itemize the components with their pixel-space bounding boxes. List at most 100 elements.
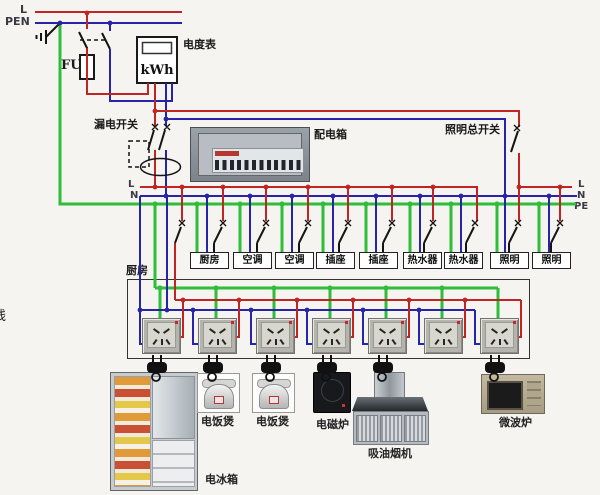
power-socket xyxy=(480,318,519,354)
neutral-wires xyxy=(35,22,577,345)
socket-slot xyxy=(153,328,160,334)
rcd-blades xyxy=(147,129,166,151)
supply-l-label: L xyxy=(20,3,28,16)
socket-slot xyxy=(277,328,284,334)
hood-filter xyxy=(380,415,402,442)
lighting-main-blade xyxy=(510,130,519,153)
socket-slot xyxy=(267,328,274,334)
bus-n-label: N xyxy=(130,190,139,201)
junction-dots-neutral xyxy=(57,20,552,313)
hood-filter xyxy=(356,415,378,442)
distribution-panel-photo xyxy=(190,127,310,182)
socket-slot xyxy=(501,328,508,334)
breaker-row xyxy=(215,160,301,170)
socket-plate xyxy=(429,322,458,348)
socket-slot xyxy=(330,339,333,345)
rcd-trip-box xyxy=(128,140,150,168)
socket-slot xyxy=(379,328,386,334)
plug-icon xyxy=(203,355,223,382)
power-socket xyxy=(256,318,295,354)
socket-slot xyxy=(274,339,277,345)
junction-dots-live xyxy=(84,10,563,303)
right-n-label: N xyxy=(577,190,586,201)
right-pe-label: PE xyxy=(574,201,589,212)
plug-icon xyxy=(261,355,281,382)
socket-slot xyxy=(445,328,452,334)
socket-slot xyxy=(165,338,171,346)
bus-l-label: L xyxy=(128,179,135,190)
socket-indicator xyxy=(231,321,234,324)
range-hood-canopy xyxy=(352,397,428,411)
socket-slot xyxy=(209,328,216,334)
induction-led xyxy=(342,404,345,407)
microwave-window xyxy=(487,381,523,410)
socket-plate xyxy=(261,322,290,348)
fridge-label: 电冰箱 xyxy=(205,473,238,486)
socket-slot xyxy=(266,338,272,346)
socket-plate xyxy=(317,322,346,348)
socket-slot xyxy=(386,339,389,345)
socket-slot xyxy=(163,328,170,334)
plug-icon xyxy=(317,355,337,382)
hood-filter xyxy=(404,415,426,442)
socket-slot xyxy=(221,338,227,346)
socket-slot xyxy=(208,338,214,346)
junction-dots-earth xyxy=(152,201,542,291)
branch-box-socket2: 插座 xyxy=(359,252,398,269)
socket-slot xyxy=(160,339,163,345)
induction-ring xyxy=(321,379,344,402)
fridge-interior xyxy=(114,376,151,487)
socket-slot xyxy=(434,338,440,346)
power-socket xyxy=(312,318,351,354)
socket-indicator xyxy=(345,321,348,324)
panel-face xyxy=(198,133,304,176)
socket-plate xyxy=(147,322,176,348)
panel-label-sticker xyxy=(215,151,239,156)
socket-indicator xyxy=(175,321,178,324)
socket-slot xyxy=(503,338,509,346)
power-socket xyxy=(142,318,181,354)
socket-slot xyxy=(491,328,498,334)
plug-icon xyxy=(373,355,393,382)
meter-unit: kWh xyxy=(140,63,174,78)
socket-indicator xyxy=(401,321,404,324)
kwh-meter xyxy=(136,36,178,84)
socket-plate xyxy=(485,322,514,348)
microwave-panel xyxy=(527,381,541,406)
fuse-label: FU xyxy=(61,58,82,73)
branch-box-heater1: 热水器 xyxy=(403,252,442,269)
socket-slot xyxy=(322,338,328,346)
branch-box-ac1: 空调 xyxy=(233,252,272,269)
fridge-door xyxy=(152,376,195,439)
microwave-label: 微波炉 xyxy=(499,416,532,429)
socket-slot xyxy=(391,338,397,346)
branch-box-lighting1: 照明 xyxy=(490,252,529,269)
lighting-main-switch-label: 照明总开关 xyxy=(445,123,500,136)
plug-icon xyxy=(147,355,167,382)
socket-indicator xyxy=(289,321,292,324)
power-socket xyxy=(424,318,463,354)
rice-cooker-image-1 xyxy=(197,373,240,413)
right-l-label: L xyxy=(578,179,585,190)
socket-slot xyxy=(378,338,384,346)
fridge-freezer xyxy=(152,440,195,487)
socket-slot xyxy=(279,338,285,346)
socket-slot xyxy=(498,339,501,345)
rcd-label: 漏电开关 xyxy=(94,118,138,131)
socket-plate xyxy=(203,322,232,348)
kitchen-label: 厨房 xyxy=(126,264,148,277)
panel-label: 配电箱 xyxy=(314,128,347,141)
socket-slot xyxy=(333,328,340,334)
edge-text-fragment: 线 xyxy=(0,305,6,324)
supply-pen-label: PEN xyxy=(5,15,30,28)
breaker-strip xyxy=(212,148,304,173)
socket-indicator xyxy=(457,321,460,324)
switch-x-marks xyxy=(151,123,564,227)
socket-slot xyxy=(152,338,158,346)
kitchen-socket-box xyxy=(127,279,530,359)
refrigerator-image xyxy=(110,372,198,491)
branch-box-ac2: 空调 xyxy=(275,252,314,269)
branch-box-lighting2: 照明 xyxy=(532,252,571,269)
branch-box-heater2: 热水器 xyxy=(444,252,483,269)
